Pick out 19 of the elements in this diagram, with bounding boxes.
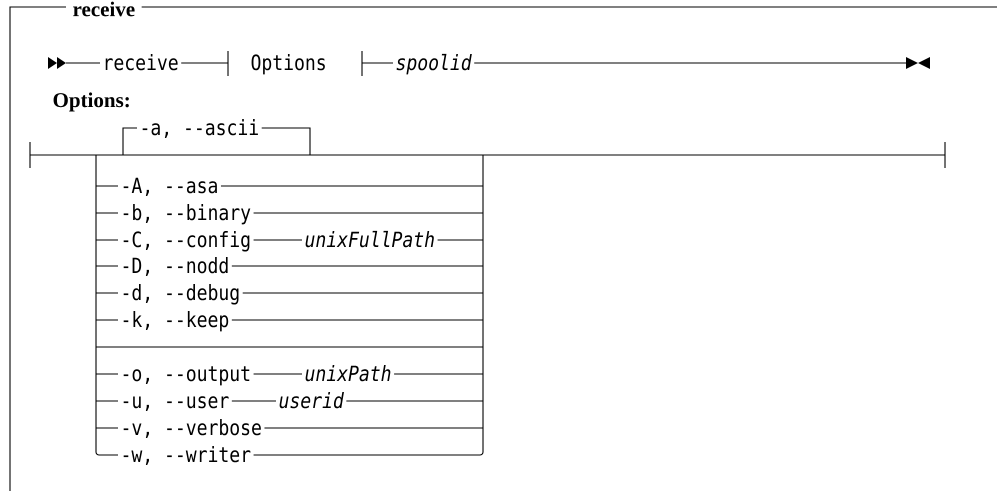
option: -u, --user — [124, 396, 229, 411]
section-heading: Options: — [54, 92, 129, 112]
fragment-name: Options — [252, 54, 325, 74]
variable: spoolid — [396, 54, 472, 74]
option: -b, --binary — [124, 204, 250, 224]
option: -k, --keep — [124, 311, 228, 332]
variable: userid — [280, 392, 344, 408]
option: -o, --output — [124, 366, 250, 386]
diagram-title: receive — [66, 2, 142, 16]
variable: unixFullPath — [306, 230, 434, 248]
option: -C, --config — [124, 231, 250, 252]
option: -w, --writer — [124, 446, 250, 465]
option: -A, --asa — [124, 178, 217, 196]
option: -D, --nodd — [124, 257, 228, 276]
keyword: receive — [106, 54, 178, 70]
default-option: -a, --ascii — [142, 119, 258, 138]
option: -d, --debug — [124, 284, 238, 305]
variable: unixPath — [306, 365, 390, 382]
option: -v, --verbose — [124, 419, 261, 438]
